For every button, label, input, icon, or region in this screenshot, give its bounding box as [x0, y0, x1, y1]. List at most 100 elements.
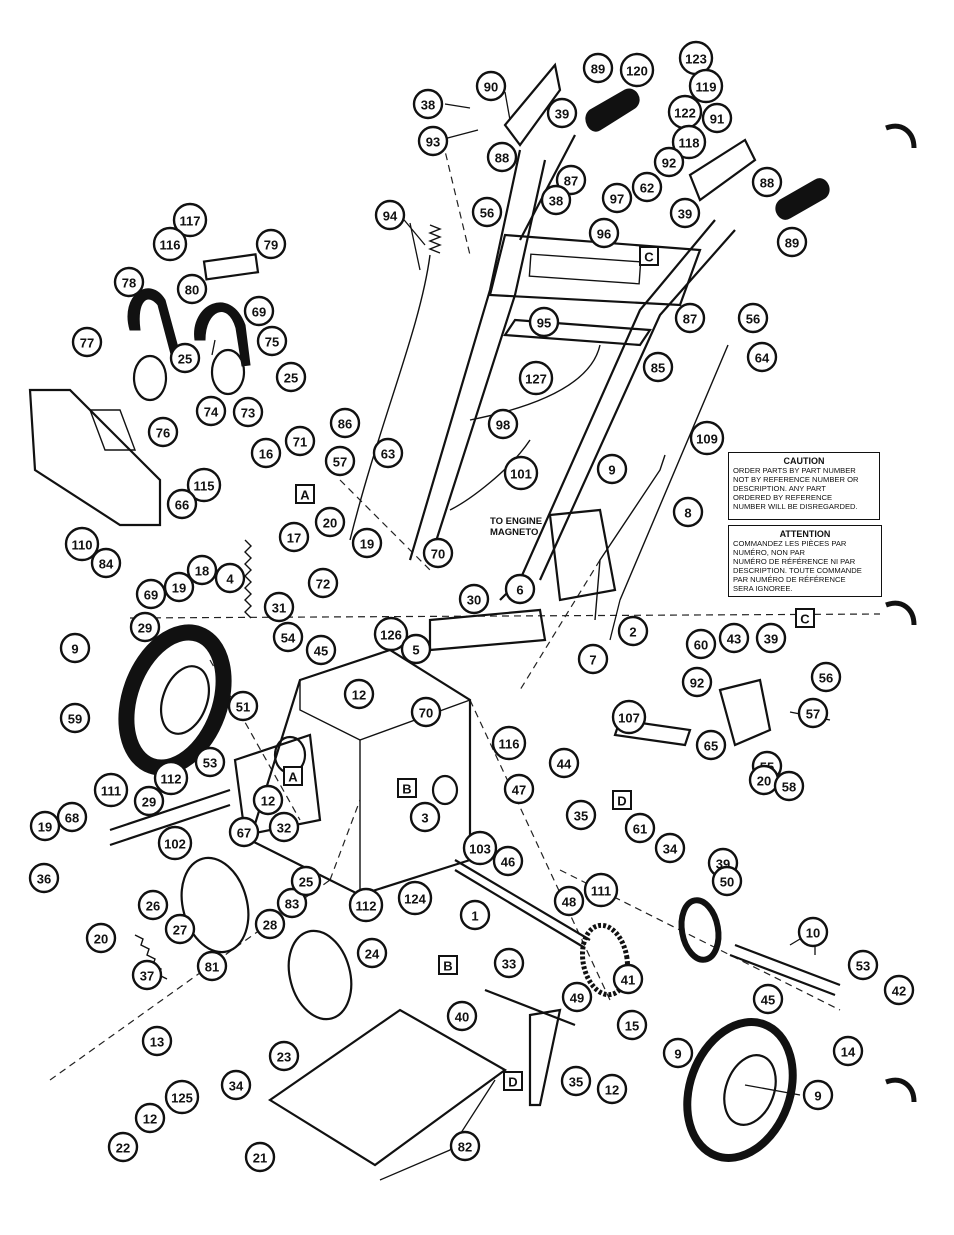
callout-circle — [449, 1130, 481, 1162]
caution-line: DESCRIPTION. ANY PART — [733, 484, 826, 493]
part-callout-34: 34 — [220, 1069, 252, 1101]
callout-number: 40 — [455, 1010, 469, 1025]
attention-line: PAR NUMÉRO DE RÉFÉRENCE — [733, 575, 846, 584]
part-callout-25: 25 — [290, 865, 322, 897]
callout-number: 12 — [261, 794, 275, 809]
callout-number: 74 — [204, 405, 219, 420]
part-callout-93: 93 — [417, 125, 449, 157]
part-callout-125: 125 — [164, 1079, 200, 1115]
part-callout-115: 115 — [186, 467, 222, 503]
callout-circle — [176, 273, 208, 305]
callout-number: 7 — [589, 653, 596, 668]
callout-number: 46 — [501, 855, 515, 870]
callout-number: 67 — [237, 826, 251, 841]
callout-circle — [802, 1079, 834, 1111]
callout-number: 79 — [264, 238, 278, 253]
caution-line: NUMBER WILL BE DISREGARDED. — [733, 502, 858, 511]
part-callout-47: 47 — [503, 773, 535, 805]
part-callout-111: 111 — [93, 772, 129, 808]
callout-number: 57 — [806, 707, 820, 722]
box-label-letter: D — [508, 1075, 517, 1090]
part-callout-38: 38 — [540, 184, 572, 216]
callout-circle — [133, 785, 165, 817]
callout-circle — [228, 816, 260, 848]
callout-number: 101 — [510, 467, 532, 482]
callout-circle — [565, 799, 597, 831]
callout-number: 53 — [856, 959, 870, 974]
part-callout-81: 81 — [196, 950, 228, 982]
callout-number: 70 — [431, 547, 445, 562]
callout-circle — [746, 341, 778, 373]
callout-circle — [624, 812, 656, 844]
callout-circle — [268, 811, 300, 843]
callout-circle — [351, 527, 383, 559]
callout-number: 109 — [696, 432, 718, 447]
callout-number: 124 — [404, 892, 426, 907]
callout-number: 36 — [37, 872, 51, 887]
part-callout-5: 5 — [400, 633, 432, 665]
magneto-line: MAGNETO — [490, 527, 539, 538]
part-callout-122: 122 — [667, 94, 703, 130]
caution-line: ORDER PARTS BY PART NUMBER — [733, 466, 856, 475]
part-callout-45: 45 — [305, 634, 337, 666]
part-callout-79: 79 — [255, 228, 287, 260]
part-callout-111: 111 — [583, 872, 619, 908]
part-callout-67: 67 — [228, 816, 260, 848]
callout-number: 117 — [180, 214, 201, 229]
callout-number: 116 — [160, 238, 181, 253]
box-label-b: B — [397, 778, 417, 798]
part-callout-116: 116 — [152, 226, 188, 262]
callout-circle — [654, 832, 686, 864]
callout-number: 21 — [253, 1151, 267, 1166]
part-callout-74: 74 — [195, 395, 227, 427]
callout-circle — [422, 537, 454, 569]
box-label-letter: A — [288, 770, 298, 785]
part-callout-88: 88 — [486, 141, 518, 173]
part-callout-57: 57 — [324, 445, 356, 477]
callout-number: 89 — [591, 62, 605, 77]
callout-number: 120 — [626, 64, 648, 79]
callout-number: 127 — [525, 372, 547, 387]
part-callout-65: 65 — [695, 729, 727, 761]
callout-number: 91 — [710, 112, 724, 127]
callout-circle — [59, 702, 91, 734]
part-callout-25: 25 — [275, 361, 307, 393]
box-label-letter: C — [644, 250, 654, 265]
caution-line: ORDERED BY REFERENCE — [733, 493, 833, 502]
part-callout-34: 34 — [654, 832, 686, 864]
part-callout-78: 78 — [113, 266, 145, 298]
callout-number: 15 — [625, 1019, 639, 1034]
callout-circle — [412, 88, 444, 120]
part-callout-39: 39 — [546, 97, 578, 129]
part-callout-19: 19 — [351, 527, 383, 559]
callout-circle — [681, 666, 713, 698]
callout-number: 39 — [555, 107, 569, 122]
part-callout-14: 14 — [832, 1035, 864, 1067]
callout-circle — [169, 342, 201, 374]
part-callout-53: 53 — [847, 949, 879, 981]
callout-number: 92 — [662, 156, 676, 171]
callout-circle — [642, 351, 674, 383]
callout-number: 118 — [679, 136, 700, 151]
part-callout-56: 56 — [810, 661, 842, 693]
callout-number: 71 — [293, 435, 307, 450]
part-callout-29: 29 — [133, 785, 165, 817]
callout-circle — [487, 408, 519, 440]
callout-number: 12 — [352, 688, 366, 703]
part-callout-30: 30 — [458, 583, 490, 615]
part-callout-66: 66 — [166, 488, 198, 520]
callout-circle — [278, 521, 310, 553]
part-callout-87: 87 — [674, 302, 706, 334]
callout-circle — [252, 784, 284, 816]
part-callout-116: 116 — [491, 725, 527, 761]
callout-circle — [275, 361, 307, 393]
callout-circle — [250, 437, 282, 469]
callout-circle — [601, 182, 633, 214]
callout-circle — [555, 164, 587, 196]
callout-circle — [619, 52, 655, 88]
callout-number: 51 — [236, 700, 250, 715]
callout-circle — [90, 547, 122, 579]
callout-circle — [329, 407, 361, 439]
part-callout-56: 56 — [737, 302, 769, 334]
part-callout-63: 63 — [372, 437, 404, 469]
